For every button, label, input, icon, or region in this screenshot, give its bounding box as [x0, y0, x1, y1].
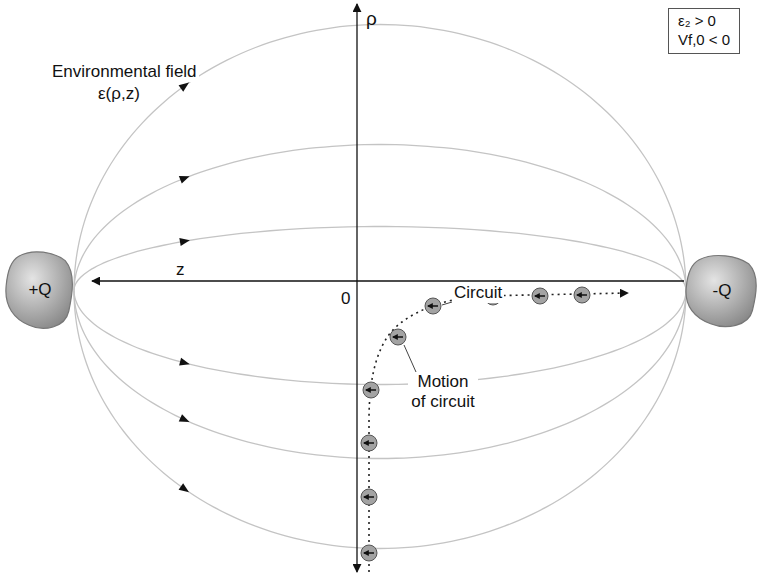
- field-arrow: [179, 172, 191, 183]
- field-line: [74, 227, 686, 291]
- charge-label: +Q: [28, 280, 51, 300]
- field-line: [74, 291, 686, 385]
- circuit-dots: [361, 287, 590, 561]
- charge-blob: +Q: [4, 248, 76, 332]
- field-arrow: [179, 483, 192, 495]
- motion-path: [369, 293, 628, 572]
- condition-box: ε₂ > 0Vf,0 < 0: [668, 8, 740, 54]
- field-line: [74, 145, 686, 291]
- field-line: [74, 291, 686, 459]
- field-line: [74, 291, 686, 549]
- circuit-label: Circuit: [452, 283, 504, 303]
- rho-axis: [356, 4, 357, 572]
- charge-label: -Q: [713, 281, 732, 301]
- axis-label: z: [176, 260, 185, 280]
- leader-line: [442, 302, 452, 305]
- z-axis: [92, 280, 684, 281]
- motion-label: Motion of circuit: [408, 372, 478, 411]
- field-arrow: [179, 414, 191, 425]
- field-arrow: [179, 236, 190, 246]
- field-arrow: [179, 358, 191, 368]
- axis-label: ρ: [366, 8, 377, 30]
- charge-blob: -Q: [684, 252, 760, 330]
- condition-text: Vf,0 < 0: [678, 31, 730, 50]
- origin-label: 0: [341, 289, 350, 309]
- field-lines: [74, 25, 686, 549]
- field-label: Environmental field: [50, 62, 199, 82]
- condition-text: ε₂ > 0: [678, 12, 730, 31]
- leader-line: [404, 345, 416, 372]
- field-symbol: ε(ρ,z): [96, 84, 142, 104]
